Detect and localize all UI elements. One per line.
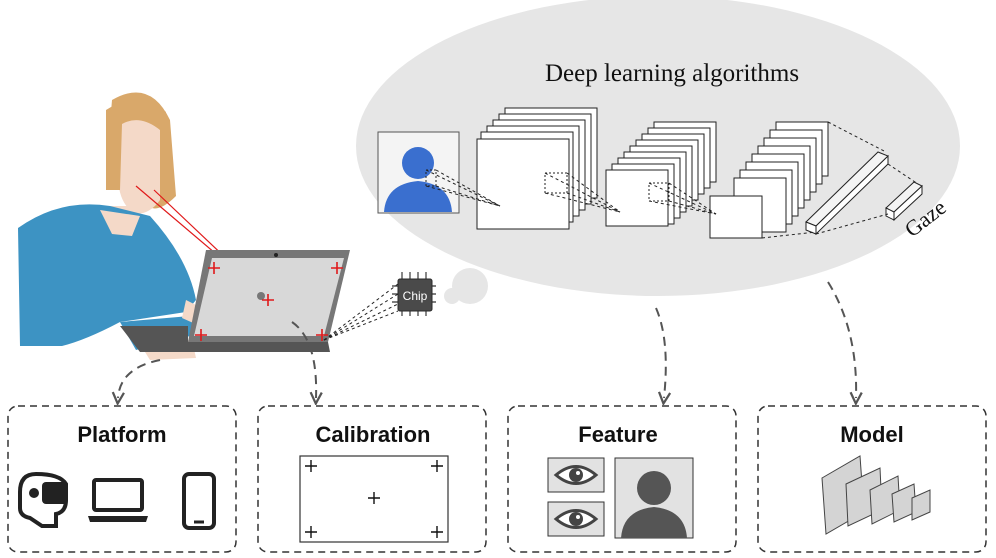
cnn-layer-stack-3	[709, 121, 829, 239]
person-silhouette-icon	[614, 457, 694, 539]
laptop-icon	[88, 478, 148, 522]
plus-icon	[431, 526, 443, 538]
plus-icon	[331, 262, 343, 274]
eye-icon	[547, 457, 605, 493]
panel-title-calibration: Calibration	[316, 422, 431, 447]
chip	[392, 272, 436, 316]
input-face-image	[377, 131, 460, 214]
panel-title-model: Model	[840, 422, 904, 447]
plus-icon	[316, 329, 328, 341]
panel-feature: Feature	[507, 405, 737, 553]
arrow-to-calibration	[291, 321, 316, 398]
chip-connectors	[323, 283, 399, 341]
panel-platform: Platform	[7, 405, 237, 553]
flow-arrows	[118, 281, 856, 398]
screen-calibration-markers	[195, 262, 343, 341]
output-layer	[885, 181, 923, 222]
panel-model: Model	[757, 405, 987, 553]
model-layers-icon	[821, 455, 931, 535]
panel-title-platform: Platform	[77, 422, 166, 447]
arrow-to-platform	[118, 359, 161, 398]
plus-icon	[195, 329, 207, 341]
person-silhouette-icon	[384, 147, 452, 212]
plus-icon	[262, 294, 274, 306]
plus-icon	[368, 492, 380, 504]
smartphone-icon	[182, 472, 216, 530]
chip-label: Chip	[403, 289, 428, 303]
user-illustration	[18, 92, 210, 360]
vr-headset-icon	[18, 471, 68, 528]
plus-icon	[208, 262, 220, 274]
panel-title-feature: Feature	[578, 422, 657, 447]
plus-icon	[305, 526, 317, 538]
arrow-to-model	[827, 281, 856, 398]
laptop	[120, 250, 350, 352]
cnn-connectors	[425, 121, 919, 239]
plus-icon	[431, 460, 443, 472]
diagram-title: Deep learning algorithms	[545, 60, 799, 87]
panel-calibration: Calibration	[257, 405, 487, 553]
plus-icon	[305, 460, 317, 472]
arrow-to-feature	[655, 307, 666, 398]
cnn-layer-stack-2	[605, 121, 717, 227]
cnn-layer-stack-1	[476, 107, 598, 230]
eye-icon	[547, 501, 605, 537]
calibration-screen	[299, 455, 449, 543]
